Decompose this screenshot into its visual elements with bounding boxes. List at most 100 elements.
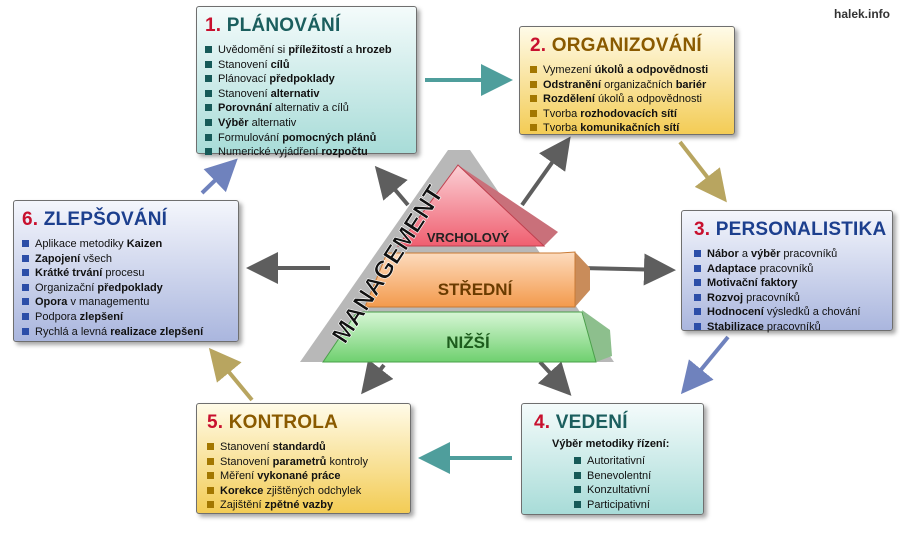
item-text: Podpora [35, 310, 80, 323]
list-item: Krátké trvání procesu [22, 266, 238, 281]
item-text-bold: cílů [270, 58, 290, 71]
item-text-bold: Motivační faktory [707, 277, 798, 290]
item-text: Měření [220, 470, 258, 483]
item-text-bold: zpětné vazby [264, 499, 334, 512]
item-text-bold: Rozvoj [707, 291, 744, 304]
square-bullet-icon [22, 312, 29, 320]
box-title: 2. ORGANIZOVÁNÍ [530, 35, 734, 57]
box-title-text: PLÁNOVÁNÍ [226, 15, 341, 36]
box-subtitle: Výběr metodiky řízení: [552, 438, 670, 450]
item-text: výsledků a chování [763, 306, 861, 319]
item-text-bold: pomocných plánů [282, 131, 377, 144]
box-title: 5. KONTROLA [207, 412, 410, 434]
list-item: Stanovení alternativ [205, 87, 416, 102]
item-text-bold: Korekce [220, 484, 264, 497]
box-personalistika: 3. PERSONALISTIKA Nábor a výběr pracovní… [681, 210, 893, 333]
item-text-bold: Odstranění [543, 78, 602, 91]
item-text: Tvorba [543, 107, 581, 120]
list-item: Tvorba rozhodovacích sítí [530, 107, 734, 122]
item-text-bold: Kaizen [126, 238, 163, 250]
list-item: Aplikace metodiky Kaizen [22, 237, 238, 252]
square-bullet-icon [574, 486, 581, 494]
list-item: Numerické vyjádření rozpočtu [205, 145, 416, 160]
item-text: pracovníků [756, 262, 814, 275]
item-text: a [738, 248, 752, 260]
square-bullet-icon [22, 283, 29, 291]
item-text: Stanovení [218, 58, 271, 71]
item-text: organizačních [601, 78, 676, 91]
box-vedeni: 4. VEDENÍ Výběr metodiky řízení: Autorit… [521, 403, 704, 515]
square-bullet-icon [22, 240, 29, 247]
item-text: Konzultativní [587, 484, 650, 497]
list-item: Rozvoj pracovníků [694, 291, 892, 306]
list-item: Výběr alternativ [205, 116, 416, 131]
list-item: Opora v managementu [22, 295, 238, 310]
item-text: alternativ a cílů [271, 102, 349, 115]
square-bullet-icon [694, 322, 701, 330]
arrow-pyramid-to-personalistika [581, 253, 676, 286]
list-item: Autoritativní [574, 454, 703, 469]
item-text-bold: Porovnání [218, 102, 272, 115]
arrow-organizovani-to-personalistika [678, 140, 727, 203]
square-bullet-icon [22, 269, 29, 277]
list-item: Zajištění zpětné vazby [207, 498, 410, 513]
square-bullet-icon [574, 471, 581, 479]
item-text: alternativ [248, 116, 297, 129]
item-text-bold: Adaptace [707, 262, 757, 275]
pyramid-level-middle: STŘEDNÍ [438, 280, 514, 299]
item-text-bold: realizace zlepšení [110, 325, 204, 338]
item-text-bold: komunikačních sítí [580, 122, 680, 135]
item-text-bold: Hodnocení [707, 306, 764, 319]
item-text-bold: předpoklady [97, 281, 163, 294]
list-item: Zapojení všech [22, 252, 238, 267]
item-text-bold: Stabilizace [707, 320, 764, 333]
item-text: a [343, 44, 356, 56]
pyramid-top-level [397, 164, 546, 247]
item-text: Stanovení [220, 441, 273, 453]
item-text-bold: rozpočtu [321, 146, 368, 159]
item-text-bold: příležitostí [288, 44, 344, 56]
item-text: Vymezení [543, 64, 595, 76]
square-bullet-icon [207, 486, 214, 494]
list-item: Stabilizace pracovníků [694, 320, 892, 335]
item-text: Tvorba [543, 122, 581, 135]
arrow-pyramid-to-organizovani [520, 136, 571, 207]
item-text: Stanovení [220, 455, 273, 468]
square-bullet-icon [205, 104, 212, 112]
item-text: úkolů a odpovědnosti [594, 93, 702, 106]
square-bullet-icon [207, 472, 214, 480]
arrow-kontrola-to-zlepsovani [208, 347, 254, 402]
list-item: Formulování pomocných plánů [205, 131, 416, 146]
list-item: Uvědomění si příležitostí a hrozeb [205, 43, 416, 58]
list-item: Rychlá a levná realizace zlepšení [22, 325, 238, 340]
square-bullet-icon [530, 66, 537, 73]
square-bullet-icon [205, 118, 212, 126]
list-item: Měření vykonané práce [207, 469, 410, 484]
square-bullet-icon [574, 457, 581, 464]
item-text-bold: parametrů [272, 455, 327, 468]
item-text: Organizační [35, 281, 98, 294]
box-number: 5. [207, 412, 224, 433]
list-item: Stanovení parametrů kontroly [207, 455, 410, 470]
square-bullet-icon [574, 500, 581, 508]
pyramid-bottom-level [322, 311, 597, 363]
pyramid-middle-side [575, 252, 590, 307]
item-text: v managementu [67, 296, 150, 309]
square-bullet-icon [22, 298, 29, 306]
item-text: zjištěných odchylek [263, 484, 362, 497]
square-bullet-icon [207, 501, 214, 509]
list-item: Odstranění organizačních bariér [530, 78, 734, 93]
list-item: Stanovení standardů [207, 440, 410, 455]
item-text-bold: standardů [272, 441, 326, 453]
item-text: Zajištění [220, 499, 265, 512]
item-text-bold: Rozdělení [543, 93, 595, 106]
item-text-bold: hrozeb [355, 44, 392, 56]
list-item: Tvorba komunikačních sítí [530, 121, 734, 136]
item-text-bold: Nábor [707, 248, 739, 260]
item-text: kontroly [326, 455, 368, 468]
item-text: Autoritativní [587, 455, 646, 467]
